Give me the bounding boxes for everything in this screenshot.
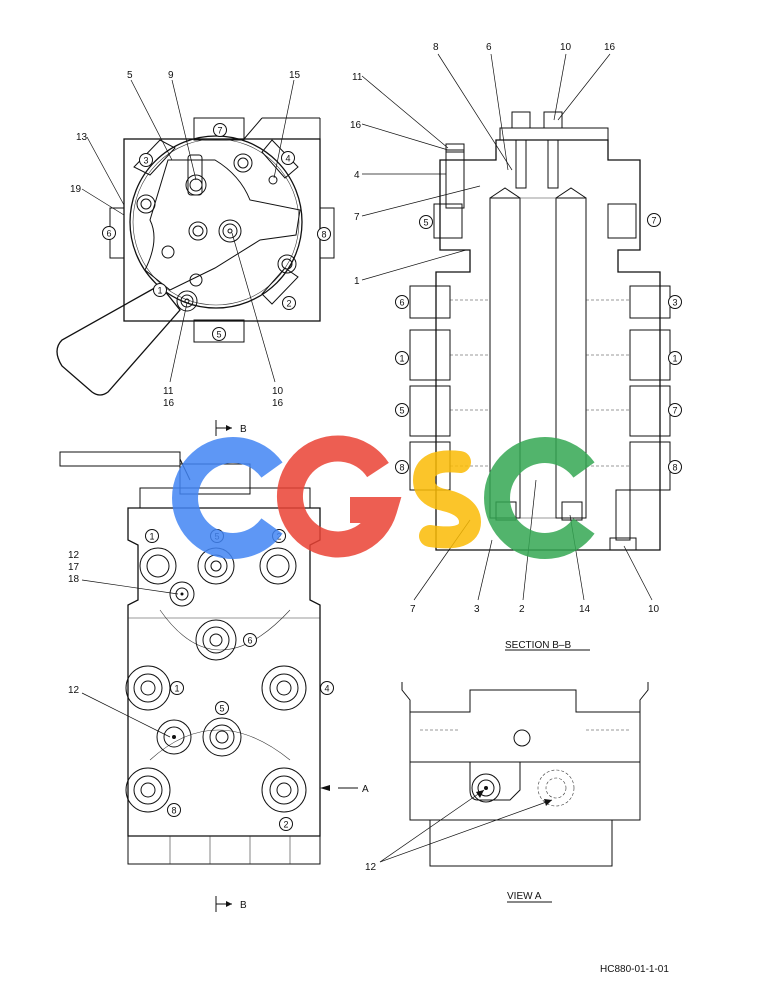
callout-11: 11 xyxy=(163,386,174,397)
circled-port-section-right-7: 7 xyxy=(647,213,661,227)
view-title: VIEW A xyxy=(507,891,542,902)
watermark-letter-s xyxy=(412,450,482,549)
section-arrow-label: B xyxy=(240,424,247,435)
svg-text:5: 5 xyxy=(399,406,404,416)
callout-12: 12 xyxy=(68,550,80,561)
circled-port-top-view-8: 8 xyxy=(317,227,331,241)
svg-text:5: 5 xyxy=(216,330,221,340)
circled-port-section-right-8: 8 xyxy=(668,460,682,474)
svg-text:7: 7 xyxy=(217,126,222,136)
svg-text:1: 1 xyxy=(399,354,404,364)
callout-4: 4 xyxy=(354,170,360,181)
circled-port-front-view-1: 1 xyxy=(145,529,159,543)
circled-port-top-view-3: 3 xyxy=(139,153,153,167)
section-arrow-label: B xyxy=(240,900,247,911)
bolt-symbol xyxy=(136,153,297,312)
callout-15: 15 xyxy=(289,70,301,81)
svg-text:4: 4 xyxy=(285,154,290,164)
callout-6: 6 xyxy=(486,42,492,53)
callout-1: 1 xyxy=(354,276,360,287)
port-bosses xyxy=(125,547,307,813)
svg-text:1: 1 xyxy=(174,684,179,694)
callout-16: 16 xyxy=(163,398,175,409)
callout-11: 11 xyxy=(352,72,363,83)
svg-text:8: 8 xyxy=(171,806,176,816)
circled-port-section-left-1: 1 xyxy=(395,351,409,365)
top-view xyxy=(56,79,335,436)
circled-port-front-view-4: 4 xyxy=(320,681,334,695)
callout-10: 10 xyxy=(560,42,572,53)
circled-port-top-view-1: 1 xyxy=(153,283,167,297)
svg-text:8: 8 xyxy=(672,463,677,473)
circled-port-top-view-5: 5 xyxy=(212,327,226,341)
drawing-number: HC880-01-1-01 xyxy=(600,964,669,975)
svg-text:2: 2 xyxy=(283,820,288,830)
svg-text:1: 1 xyxy=(157,286,162,296)
svg-text:1: 1 xyxy=(149,532,154,542)
callout-19: 19 xyxy=(70,184,82,195)
svg-text:4: 4 xyxy=(324,684,329,694)
svg-text:7: 7 xyxy=(651,216,656,226)
callout-12: 12 xyxy=(365,862,377,873)
svg-text:8: 8 xyxy=(399,463,404,473)
svg-text:7: 7 xyxy=(672,406,677,416)
circled-port-front-view-2: 2 xyxy=(279,817,293,831)
callout-14: 14 xyxy=(579,604,591,615)
svg-text:3: 3 xyxy=(143,156,148,166)
callout-10: 10 xyxy=(648,604,660,615)
svg-text:6: 6 xyxy=(399,298,404,308)
svg-text:5: 5 xyxy=(219,704,224,714)
callout-labels: 13 19 5 9 15 11 16 10 16 B 8 6 10 16 11 … xyxy=(68,42,669,975)
svg-text:2: 2 xyxy=(286,299,291,309)
callout-9: 9 xyxy=(168,70,174,81)
svg-text:6: 6 xyxy=(247,636,252,646)
callout-13: 13 xyxy=(76,132,88,143)
watermark-letter-c xyxy=(484,437,595,559)
circled-port-section-left-6: 6 xyxy=(395,295,409,309)
circled-port-top-view-2: 2 xyxy=(282,296,296,310)
callout-5: 5 xyxy=(127,70,133,81)
circled-port-section-left-5: 5 xyxy=(395,403,409,417)
callout-8: 8 xyxy=(433,42,439,53)
circled-port-front-view-8: 8 xyxy=(167,803,181,817)
callout-17: 17 xyxy=(68,562,80,573)
callout-18: 18 xyxy=(68,574,80,585)
circled-port-section-right-7: 7 xyxy=(668,403,682,417)
callout-16: 16 xyxy=(272,398,284,409)
circled-port-section-left-5: 5 xyxy=(419,215,433,229)
circled-port-section-right-3: 3 xyxy=(668,295,682,309)
callout-16: 16 xyxy=(604,42,616,53)
callout-12: 12 xyxy=(68,685,80,696)
circled-port-section-right-1: 1 xyxy=(668,351,682,365)
callout-2: 2 xyxy=(519,604,525,615)
callout-16: 16 xyxy=(350,120,362,131)
svg-text:3: 3 xyxy=(672,298,677,308)
circled-port-section-left-8: 8 xyxy=(395,460,409,474)
svg-text:5: 5 xyxy=(423,218,428,228)
circled-port-front-view-6: 6 xyxy=(243,633,257,647)
circled-port-top-view-6: 6 xyxy=(102,226,116,240)
view-a xyxy=(379,682,649,903)
svg-text:6: 6 xyxy=(106,229,111,239)
watermark-letter-c xyxy=(172,437,283,559)
callout-7: 7 xyxy=(410,604,416,615)
circled-port-top-view-4: 4 xyxy=(281,151,295,165)
callout-7: 7 xyxy=(354,212,360,223)
svg-text:1: 1 xyxy=(672,354,677,364)
svg-text:8: 8 xyxy=(321,230,326,240)
watermark-letter-g xyxy=(276,435,402,558)
circled-port-front-view-5: 5 xyxy=(215,701,229,715)
section-view xyxy=(361,53,671,651)
watermark xyxy=(172,435,595,559)
section-title: SECTION B–B xyxy=(505,640,571,651)
circled-port-top-view-7: 7 xyxy=(213,123,227,137)
circled-port-front-view-1: 1 xyxy=(170,681,184,695)
callout-10: 10 xyxy=(272,386,284,397)
view-arrow-label: A xyxy=(362,784,369,795)
callout-3: 3 xyxy=(474,604,480,615)
front-view xyxy=(59,451,358,912)
